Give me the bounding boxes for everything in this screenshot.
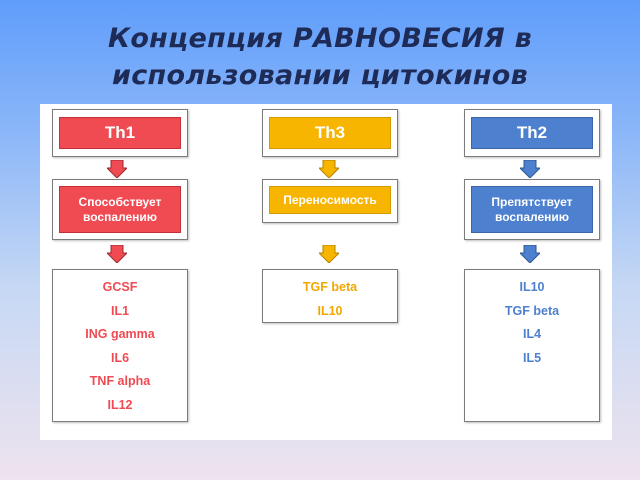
th3-cytokine-item: TGF beta bbox=[302, 280, 358, 294]
th1-cytokine-item: GCSF bbox=[102, 280, 138, 294]
th1-cytokine-item: IL1 bbox=[110, 303, 130, 318]
diagram-panel: Th1 Способствует воспалению GCSF IL1 ING… bbox=[40, 104, 612, 440]
th2-effect: Препятствует воспалению bbox=[471, 186, 593, 233]
th1-effect: Способствует воспалению bbox=[59, 186, 181, 233]
th2-cytokine-box: IL10 TGF beta IL4 IL5 bbox=[464, 269, 600, 422]
slide-title-line-2: использовании цитокинов bbox=[112, 60, 528, 91]
th2-arrow-down-icon-2 bbox=[520, 245, 540, 263]
th3-effect: Переносимость bbox=[269, 186, 391, 214]
th3-cytokine-list: TGF beta IL10 bbox=[263, 276, 397, 323]
th2-effect-line-2: воспалению bbox=[495, 209, 569, 224]
th3-arrow-down-icon bbox=[319, 160, 339, 178]
th3-arrow-down-icon-2 bbox=[319, 245, 339, 263]
th1-header-box: Th1 bbox=[52, 109, 188, 157]
th1-arrow-down-icon-2 bbox=[107, 245, 127, 263]
th2-cytokine-item: IL4 bbox=[522, 327, 542, 342]
th2-arrow-down-icon bbox=[520, 160, 540, 178]
th2-cytokine-item: IL5 bbox=[522, 350, 542, 365]
th1-header: Th1 bbox=[59, 117, 181, 149]
th2-effect-line-1: Препятствует bbox=[491, 194, 573, 209]
th2-header: Th2 bbox=[471, 117, 593, 149]
th2-cytokine-item: TGF beta bbox=[504, 303, 560, 318]
th2-header-box: Th2 bbox=[464, 109, 600, 157]
th1-arrow-down-icon bbox=[107, 160, 127, 178]
th1-effect-box: Способствует воспалению bbox=[52, 179, 188, 240]
th1-cytokine-list: GCSF IL1 ING gamma IL6 TNF alpha IL12 bbox=[53, 276, 187, 418]
th3-effect-box: Переносимость bbox=[262, 179, 398, 223]
th3-effect-line-1: Переносимость bbox=[283, 192, 377, 207]
slide-title: Концепция РАВНОВЕСИЯ в использовании цит… bbox=[0, 20, 640, 94]
th1-cytokine-box: GCSF IL1 ING gamma IL6 TNF alpha IL12 bbox=[52, 269, 188, 422]
th3-header-box: Th3 bbox=[262, 109, 398, 157]
th1-cytokine-item: IL12 bbox=[107, 397, 133, 412]
th2-cytokine-item: IL10 bbox=[519, 280, 545, 294]
th1-effect-line-2: воспалению bbox=[83, 209, 157, 224]
th1-cytokine-item: ING gamma bbox=[85, 327, 155, 342]
th2-effect-box: Препятствует воспалению bbox=[464, 179, 600, 240]
th3-header: Th3 bbox=[269, 117, 391, 149]
th1-effect-line-1: Способствует bbox=[78, 194, 162, 209]
th2-cytokine-list: IL10 TGF beta IL4 IL5 bbox=[465, 276, 599, 370]
th1-cytokine-item: IL6 bbox=[110, 350, 130, 365]
th3-cytokine-item: IL10 bbox=[317, 303, 343, 318]
th1-cytokine-item: TNF alpha bbox=[89, 374, 151, 389]
slide-title-line-1: Концепция РАВНОВЕСИЯ в bbox=[107, 23, 533, 54]
th3-cytokine-box: TGF beta IL10 bbox=[262, 269, 398, 323]
